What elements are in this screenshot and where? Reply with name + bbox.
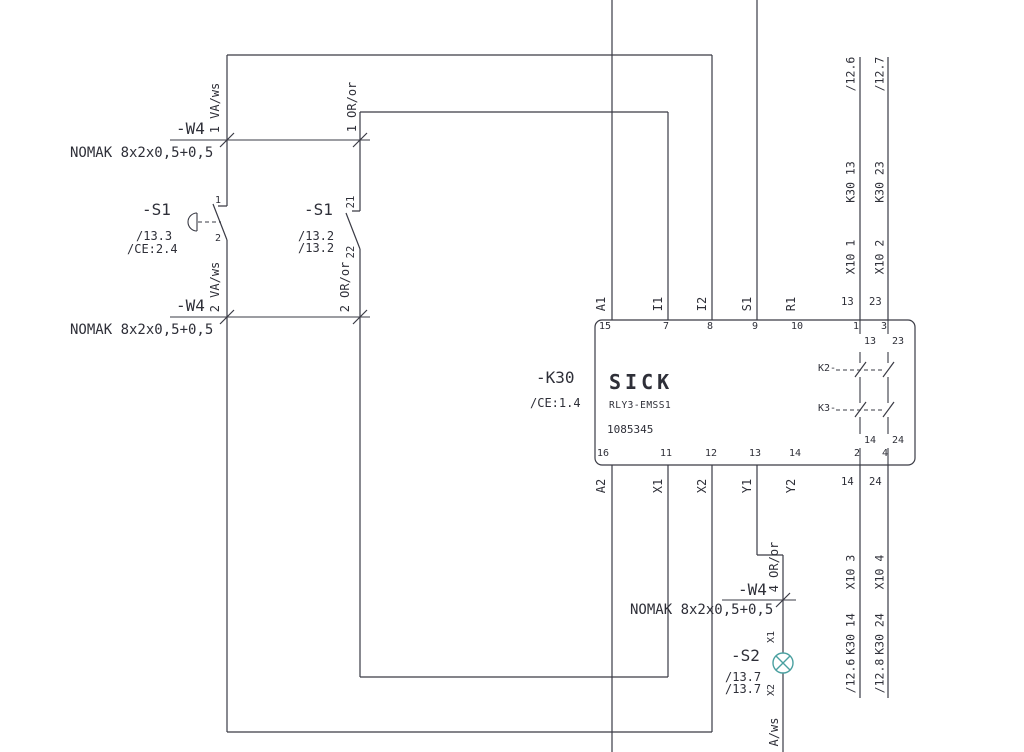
internal-contact-label-k2: K2-	[818, 363, 837, 374]
destination-label: X10 1	[843, 239, 858, 275]
wire-number: 24	[869, 476, 882, 488]
cable-tag: -W4	[176, 119, 205, 138]
relay-body-outline	[594, 319, 916, 466]
pin-number: 10	[791, 321, 804, 332]
cross-reference: /CE:1.4	[530, 396, 581, 410]
estop-contact-aux	[345, 210, 361, 250]
pin-number: 2	[854, 448, 861, 459]
cross-reference: /13.7	[725, 670, 762, 684]
pin-number: 8	[707, 321, 714, 332]
pin-number: 15	[599, 321, 612, 332]
pin-number: 1	[853, 321, 860, 332]
device-tag-s1-aux: -S1	[304, 200, 333, 219]
cable-lines	[170, 139, 796, 601]
wire-number: 23	[869, 296, 882, 308]
internal-contact-label-k3: K3-	[818, 403, 837, 414]
pin-label: X1	[766, 630, 777, 644]
pin-label: X2	[766, 683, 777, 697]
contact-terminal: 13	[864, 336, 877, 347]
cross-reference: /12.8	[872, 658, 887, 694]
relay-contact-links	[836, 369, 882, 411]
pin-label: I1	[651, 296, 665, 312]
relay-brand: SICK	[609, 370, 674, 394]
pin-number: 11	[660, 448, 673, 459]
destination-label: K30 24	[872, 613, 887, 655]
pin-number: 9	[752, 321, 759, 332]
wire-label: 2 VA/ws	[208, 261, 222, 313]
pin-label: S1	[740, 296, 754, 312]
destination-label: K30 14	[843, 613, 858, 655]
relay-article-number: 1085345	[607, 423, 654, 436]
wire-number: 14	[841, 476, 854, 488]
cross-reference: /13.2	[298, 229, 335, 243]
device-tag-s1-main: -S1	[142, 200, 171, 219]
contact-terminal: 14	[864, 435, 877, 446]
cross-reference: /13.7	[725, 682, 762, 696]
pin-number: 21	[344, 195, 357, 209]
estop-actuator-icon	[187, 212, 198, 232]
contact-terminal: 24	[892, 435, 905, 446]
pin-number: 4	[882, 448, 889, 459]
wire-label: 4 OR/or	[767, 541, 781, 593]
contact-terminal: 23	[892, 336, 905, 347]
cross-reference: /CE:2.4	[127, 242, 178, 256]
pin-label: I2	[695, 296, 709, 312]
cross-reference: /12.7	[872, 56, 887, 92]
destination-label: X10 4	[872, 554, 887, 590]
pin-number: 7	[663, 321, 670, 332]
relay-internal-stubs	[859, 320, 889, 465]
pin-number: 16	[597, 448, 610, 459]
destination-label: K30 13	[843, 161, 858, 203]
wire-number: 13	[841, 296, 854, 308]
pin-number: 22	[344, 245, 357, 259]
pin-number: 2	[215, 233, 222, 244]
wire-label: A/ws	[767, 717, 781, 747]
cable-type: NOMAK 8x2x0,5+0,5	[630, 602, 774, 618]
device-tag-s2: -S2	[731, 646, 760, 665]
cable-type: NOMAK 8x2x0,5+0,5	[70, 322, 214, 338]
cross-reference: /13.2	[298, 241, 335, 255]
pin-number: 13	[749, 448, 762, 459]
pin-number: 14	[789, 448, 802, 459]
cross-reference: /12.6	[843, 56, 858, 92]
device-tag-k30: -K30	[536, 368, 575, 387]
wire-label: 1 VA/ws	[208, 82, 222, 134]
pin-label: Y1	[740, 478, 754, 494]
pin-number: 1	[215, 195, 222, 206]
cable-slash-marks	[219, 132, 791, 608]
pin-label: R1	[784, 296, 798, 312]
circuit-wires	[226, 0, 889, 752]
wire-label: 2 OR/or	[338, 261, 352, 313]
destination-label: X10 2	[872, 239, 887, 275]
cross-reference: /12.6	[843, 658, 858, 694]
pin-label: Y2	[784, 478, 798, 494]
cable-tag: -W4	[176, 296, 205, 315]
cross-reference: /13.3	[136, 229, 173, 243]
wire-label: 1 OR/or	[345, 81, 359, 133]
pin-label: X2	[695, 478, 709, 494]
pin-number: 3	[881, 321, 888, 332]
pin-label: A2	[594, 478, 608, 494]
pin-label: A1	[594, 296, 608, 312]
relay-model: RLY3-EMSS1	[609, 400, 672, 411]
cable-type: NOMAK 8x2x0,5+0,5	[70, 145, 214, 161]
pin-label: X1	[651, 478, 665, 494]
lamp-icon	[772, 652, 794, 674]
pin-number: 12	[705, 448, 718, 459]
destination-label: X10 3	[843, 554, 858, 590]
destination-label: K30 23	[872, 161, 887, 203]
cable-tag: -W4	[738, 580, 767, 599]
